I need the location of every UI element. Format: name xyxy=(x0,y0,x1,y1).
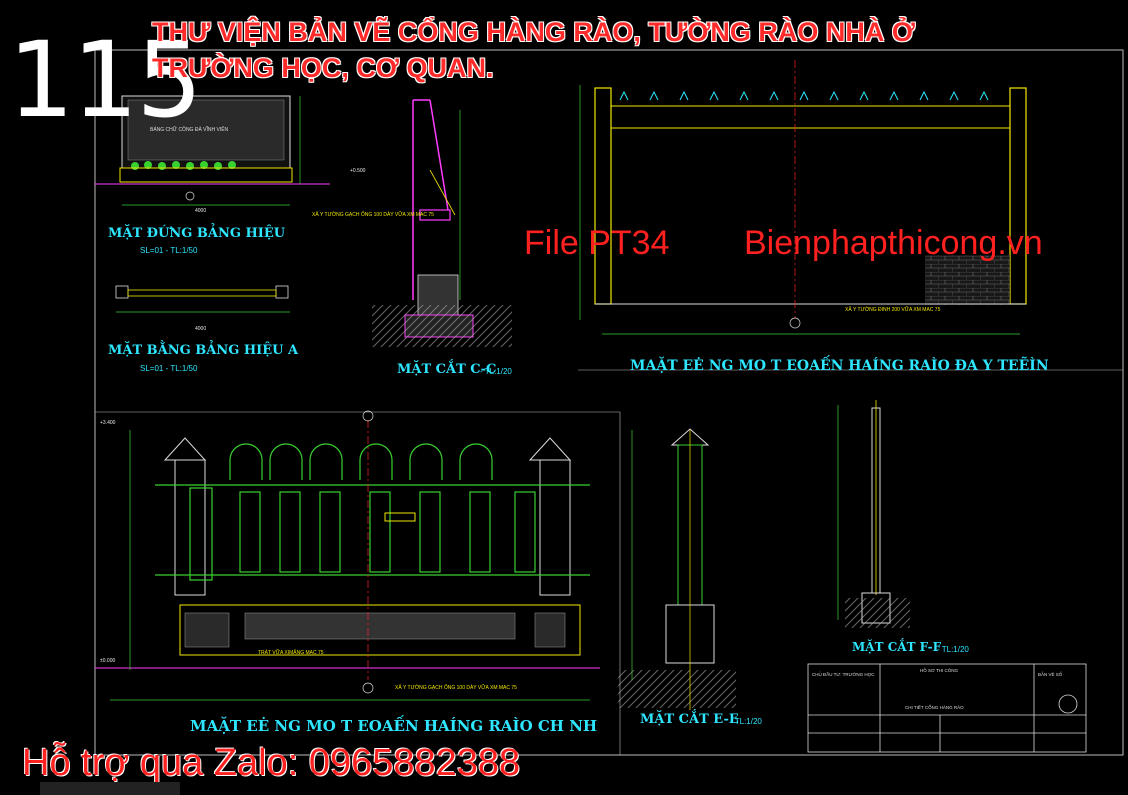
title-block-sheet: BẢN VẼ SỐ xyxy=(1038,672,1063,677)
wall-elevation-right-title: MAẶT EĖ NG MO T EOAẾN HAÍNG RAÌO ĐA Y TE… xyxy=(630,358,1049,374)
elevation-mark-mid: +0.500 xyxy=(350,168,366,174)
section-ff-drawing xyxy=(837,400,910,628)
sign-dimension: 4000 xyxy=(195,208,207,214)
sign-elevation-drawing xyxy=(95,95,330,206)
title-block-owner: CHỦ ĐẦU TƯ: TRƯỜNG HỌC xyxy=(812,672,875,677)
elevation-mark-top: +3.400 xyxy=(100,420,116,426)
wall-note-1: XÂ Y TƯỜNG GẠCH ỐNG 100 DÀY VỮA XM MAC 7… xyxy=(312,212,434,218)
section-ee-drawing xyxy=(618,428,736,710)
headline-line-1: THƯ VIỆN BẢN VẼ CỔNG HÀNG RÀO, TƯỜNG RÀO… xyxy=(152,17,915,47)
cad-status-bar[interactable] xyxy=(40,782,180,795)
section-ee-title: MẶT CẮT E-E xyxy=(640,712,739,727)
headline-line-2: TRƯỜNG HỌC, CƠ QUAN. xyxy=(152,53,494,83)
sign-elevation-title: MẶT ĐỨNG BẢNG HIỆU xyxy=(108,226,286,241)
sign-text-note: BẢNG CHỮ CÔNG ĐÀ VĨNH VIỄN xyxy=(150,127,229,133)
sign-plan-drawing xyxy=(115,285,290,313)
plaster-note: TRÁT VỮA XIMĂNG MAC 75 xyxy=(258,650,324,656)
wall-note-2: XÂ Y TƯỜNG ĐINH 200 VỮA XM MAC 75 xyxy=(845,307,941,313)
library-number: 115 xyxy=(8,19,203,141)
title-block-stage: HỒ SƠ THI CÔNG xyxy=(920,668,959,673)
title-block-drawing-name: CHI TIẾT CỔNG HÀNG RÀO xyxy=(905,705,964,710)
section-ff-scale: - TL:1/20 xyxy=(937,645,969,654)
section-ff-title: MẶT CẮT F-F xyxy=(852,640,942,654)
file-code: File PT34 xyxy=(524,224,670,262)
section-cc-drawing xyxy=(372,99,512,347)
elevation-mark-ground: ±0.000 xyxy=(100,658,116,664)
site-name: Bienphapthicong.vn xyxy=(744,224,1043,262)
headline: THƯ VIỆN BẢN VẼ CỔNG HÀNG RÀO, TƯỜNG RÀO… xyxy=(152,14,915,86)
sign-plan-scale: SL=01 - TL:1/50 xyxy=(140,364,198,373)
support-contact: Hỗ trợ qua Zalo: 0965882388 xyxy=(22,742,521,784)
drawing-frame xyxy=(94,49,1124,756)
sign-plan-title: MẶT BẰNG BẢNG HIỆU A xyxy=(108,343,299,358)
section-cc-scale: - TL:1/20 xyxy=(480,367,512,376)
wall-elevation-right-drawing xyxy=(579,60,1027,335)
plan-dimension: 4000 xyxy=(195,326,207,332)
fence-elevation-title: MAẶT EĖ NG MO T EOAẾN HAÍNG RAÌO CH NH xyxy=(190,717,598,735)
title-block xyxy=(807,663,1087,753)
sign-elevation-scale: SL=01 - TL:1/50 xyxy=(140,246,198,255)
section-cc-title: MẶT CẮT C-C xyxy=(397,362,497,377)
fence-elevation-drawing xyxy=(95,410,600,701)
section-ee-scale: - TL:1/20 xyxy=(730,717,762,726)
fence-note: XÂ Y TƯỜNG GẠCH ỐNG 100 DÀY VỮA XM MAC 7… xyxy=(395,685,517,691)
